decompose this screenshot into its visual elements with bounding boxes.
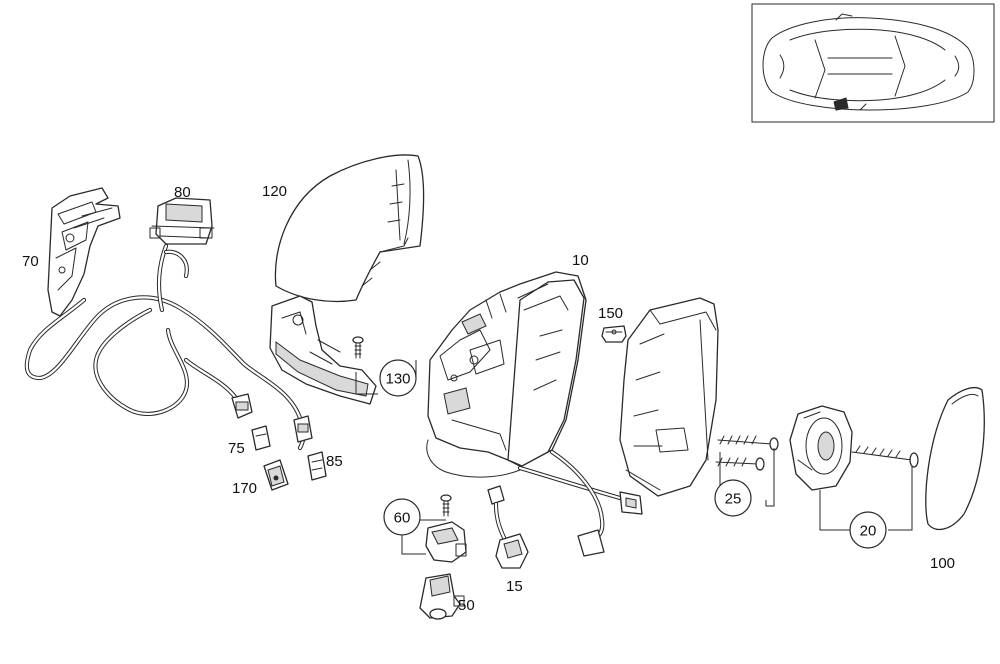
part-70-bracket	[47, 187, 121, 317]
part-170-connector	[263, 459, 289, 491]
callout-130-label: 130	[385, 371, 410, 388]
part-labels: 10 15 50 70 75 80 85 100 120 150 170	[22, 183, 955, 614]
part-120-mirror-cap	[274, 154, 425, 303]
part-100-mirror-glass	[925, 386, 985, 531]
part-150-clip	[601, 325, 627, 343]
part-130-turn-signal	[269, 295, 377, 405]
callout-20: 20	[849, 511, 887, 549]
label-10: 10	[572, 252, 589, 269]
vehicle-locator-inset	[751, 3, 995, 123]
label-170: 170	[232, 480, 257, 497]
callout-25: 25	[714, 479, 752, 517]
part-80-control-module	[149, 197, 215, 313]
callout-130: 130	[379, 359, 417, 397]
label-85: 85	[326, 453, 343, 470]
callout-60-label: 60	[394, 510, 411, 527]
label-50: 50	[458, 597, 475, 614]
screws-25	[715, 435, 779, 471]
label-120: 120	[262, 183, 287, 200]
part-15-cable	[487, 485, 529, 569]
label-15: 15	[506, 578, 523, 595]
screw-60	[440, 494, 452, 517]
label-150: 150	[598, 305, 623, 322]
screw-130	[352, 336, 364, 359]
part-75-connector	[231, 393, 271, 451]
harness-10	[517, 449, 643, 557]
callout-20-label: 20	[860, 523, 877, 540]
vehicle-top-view-icon	[762, 13, 975, 111]
label-80: 80	[174, 184, 191, 201]
part-85-connector	[293, 415, 327, 481]
part-10-mirror-housing	[426, 271, 587, 478]
callout-25-label: 25	[725, 491, 742, 508]
wiring-harness-left	[24, 295, 306, 451]
part-25-frame	[619, 297, 719, 497]
part-20-adjust-motor	[789, 405, 919, 491]
label-75: 75	[228, 440, 245, 457]
label-100: 100	[930, 555, 955, 572]
part-50-camera	[419, 573, 465, 620]
highlighted-mirror-marker	[833, 97, 849, 111]
part-60-puddle-lamp	[425, 521, 467, 563]
label-70: 70	[22, 253, 39, 270]
callout-60: 60	[383, 498, 421, 536]
